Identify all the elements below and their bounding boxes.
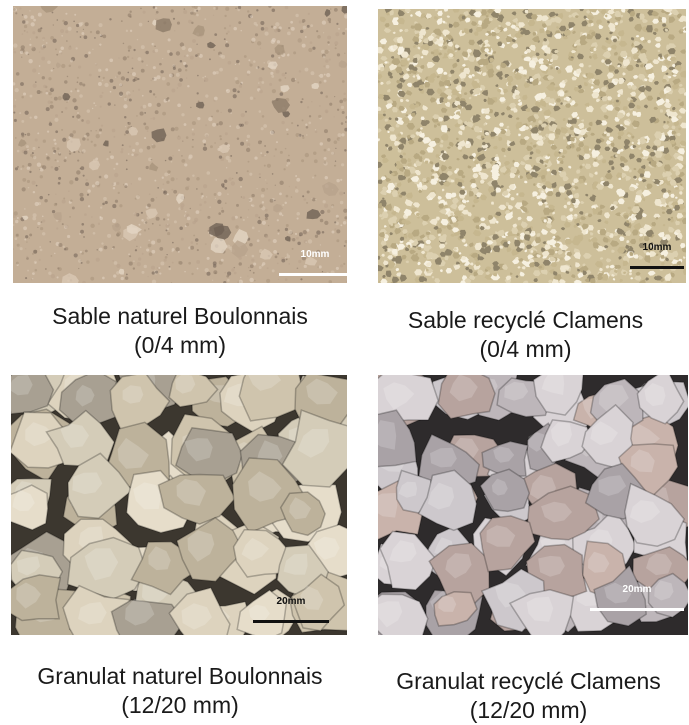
caption-size: (0/4 mm): [479, 336, 572, 362]
scale-line: [253, 620, 329, 623]
photo-recycled-gravel: 20mm: [378, 375, 688, 635]
caption-recycled-gravel: Granulat recyclé Clamens (12/20 mm): [368, 667, 689, 725]
scale-bar-natural-sand: 10mm: [279, 249, 347, 276]
photo-recycled-sand: 10mm: [378, 9, 686, 283]
photo-recycled-gravel-texture: [378, 375, 688, 635]
scale-line: [590, 608, 684, 611]
photo-natural-gravel: 20mm: [11, 375, 347, 635]
scale-bar-recycled-sand: 10mm: [630, 242, 684, 269]
photo-natural-sand: 10mm: [13, 6, 347, 283]
scale-line: [279, 273, 347, 276]
photo-recycled-sand-texture: [378, 9, 686, 283]
photo-natural-gravel-texture: [11, 375, 347, 635]
scale-label: 20mm: [622, 584, 652, 595]
caption-natural-gravel: Granulat naturel Boulonnais (12/20 mm): [0, 662, 360, 720]
scale-label: 10mm: [300, 249, 330, 260]
scale-bar-recycled-gravel: 20mm: [590, 584, 684, 611]
caption-title: Granulat naturel Boulonnais: [37, 663, 323, 689]
caption-natural-sand: Sable naturel Boulonnais (0/4 mm): [0, 302, 360, 360]
caption-size: (12/20 mm): [469, 697, 588, 723]
photo-natural-sand-texture: [13, 6, 347, 283]
scale-label: 20mm: [276, 596, 306, 607]
scale-bar-natural-gravel: 20mm: [253, 596, 329, 623]
scale-line: [630, 266, 684, 269]
scale-label: 10mm: [642, 242, 672, 253]
caption-title: Granulat recyclé Clamens: [396, 668, 661, 694]
caption-recycled-sand: Sable recyclé Clamens (0/4 mm): [362, 306, 689, 364]
caption-title: Sable recyclé Clamens: [407, 307, 644, 333]
caption-size: (0/4 mm): [134, 332, 226, 358]
caption-size: (12/20 mm): [121, 692, 239, 718]
caption-title: Sable naturel Boulonnais: [52, 303, 308, 329]
